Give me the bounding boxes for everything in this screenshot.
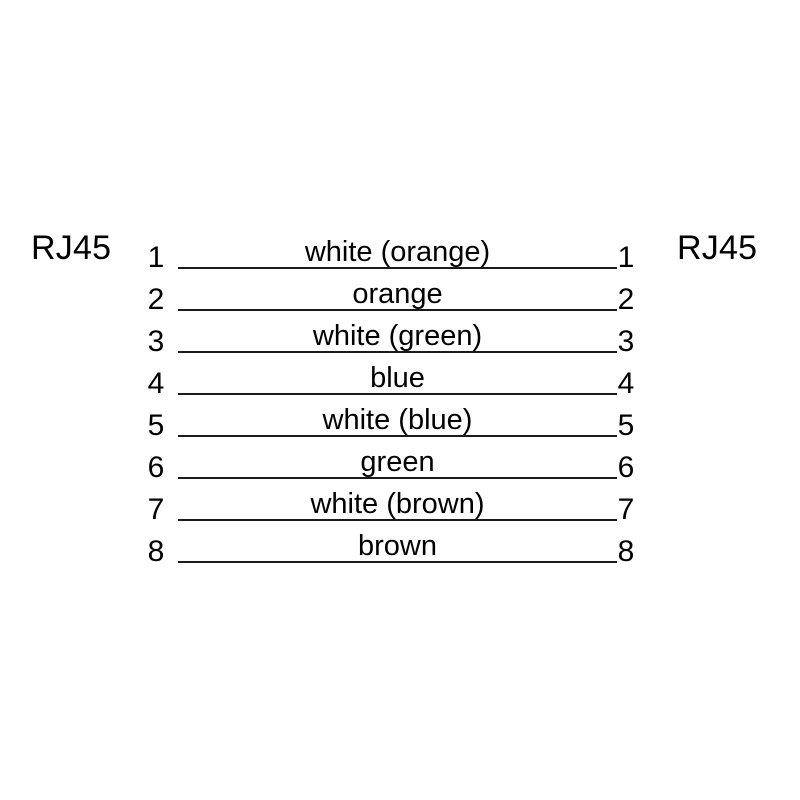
wire-line — [178, 393, 617, 395]
pin-number-right: 3 — [617, 325, 635, 358]
wire-color-label: blue — [370, 362, 425, 394]
wire-line — [178, 435, 617, 437]
connector-label-left: RJ45 — [31, 229, 112, 267]
wire-line — [178, 309, 617, 311]
pin-number-right: 6 — [617, 451, 635, 484]
pin-number-left: 7 — [147, 493, 165, 526]
pin-number-right: 1 — [617, 241, 635, 274]
wire-color-label: orange — [352, 278, 443, 310]
wire-line — [178, 519, 617, 521]
pin-number-left: 3 — [147, 325, 165, 358]
wire-color-label: green — [360, 446, 435, 478]
connector-label-right: RJ45 — [677, 229, 758, 267]
wire-color-label: white (orange) — [304, 236, 491, 268]
pin-number-left: 4 — [147, 367, 165, 400]
pin-number-left: 8 — [147, 535, 165, 568]
pin-number-right: 2 — [617, 283, 635, 316]
pin-number-right: 7 — [617, 493, 635, 526]
wire-color-label: white (green) — [312, 320, 483, 352]
wire-color-label: white (blue) — [322, 404, 473, 436]
wire-line — [178, 351, 617, 353]
pin-number-left: 5 — [147, 409, 165, 442]
pin-number-right: 8 — [617, 535, 635, 568]
pin-number-left: 6 — [147, 451, 165, 484]
wire-line — [178, 477, 617, 479]
wire-line — [178, 561, 617, 563]
pin-number-left: 1 — [147, 241, 165, 274]
pin-number-right: 4 — [617, 367, 635, 400]
wire-color-label: brown — [358, 530, 437, 562]
pin-number-right: 5 — [617, 409, 635, 442]
pin-number-left: 2 — [147, 283, 165, 316]
wire-color-label: white (brown) — [310, 488, 485, 520]
wire-line — [178, 267, 617, 269]
